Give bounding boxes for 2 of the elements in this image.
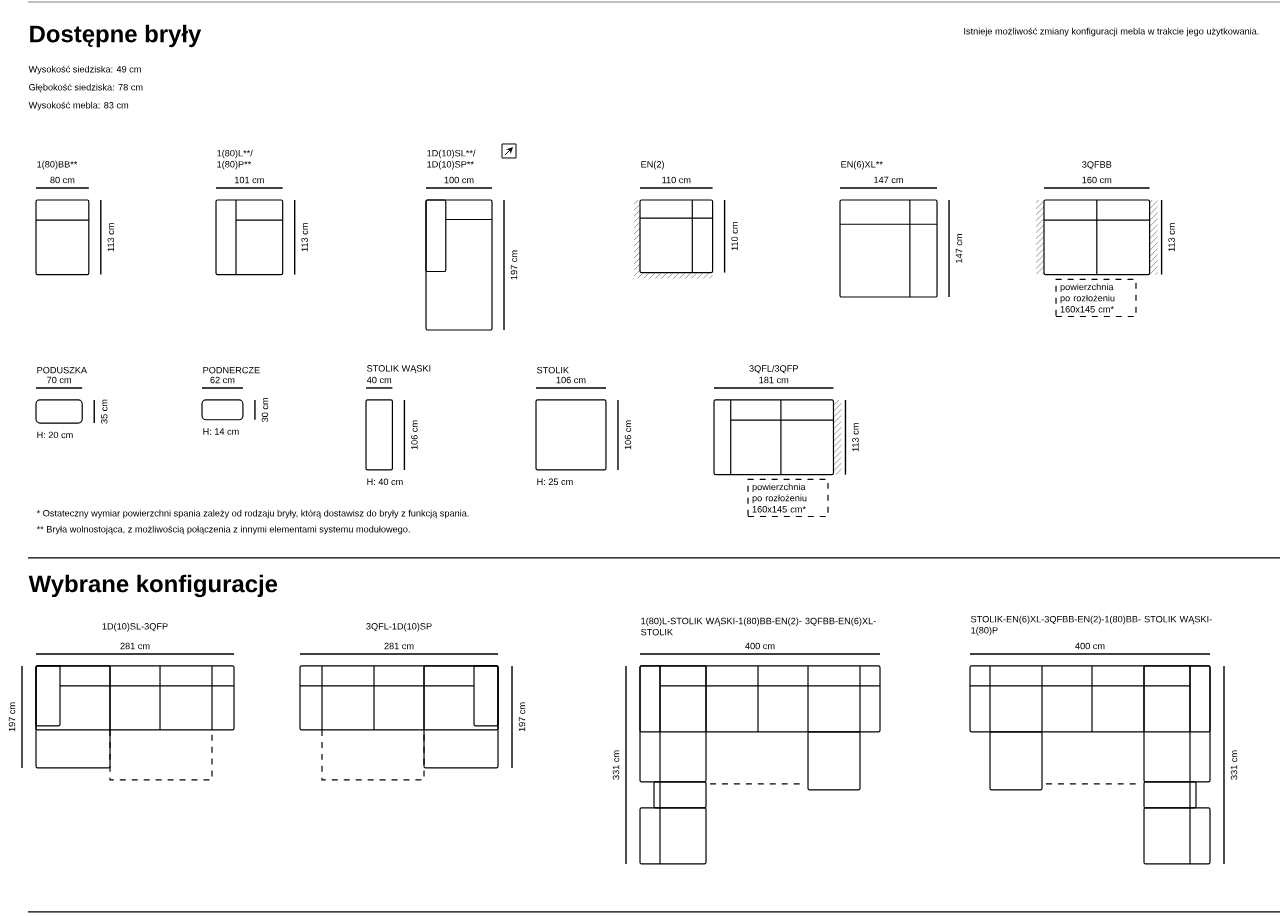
title: Dostępne bryły [30,24,202,48]
section-heading: Wybrane konfiguracje [28,574,278,598]
